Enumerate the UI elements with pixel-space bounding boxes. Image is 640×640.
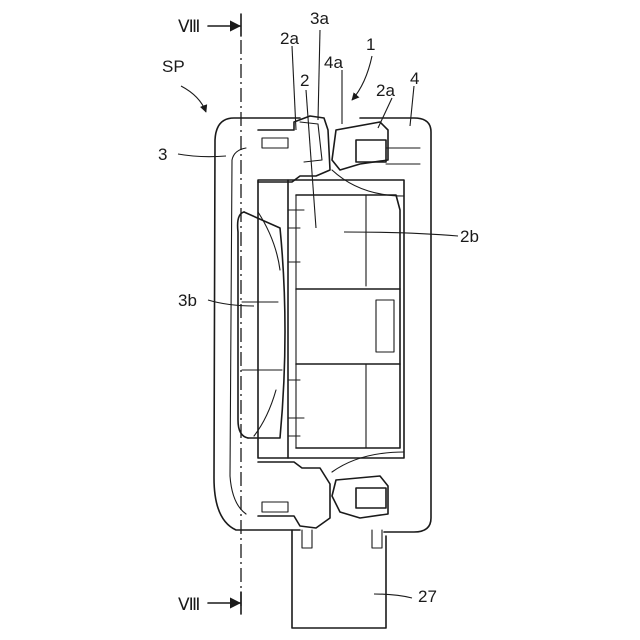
lens-3b: [238, 212, 285, 438]
label-4: 4: [410, 69, 419, 88]
section-label-bottom: Ⅷ: [178, 595, 200, 614]
label-27: 27: [418, 587, 437, 606]
clip-2a-lower-right: [332, 452, 404, 518]
label-2b: 2b: [460, 227, 479, 246]
label-sp: SP: [162, 57, 185, 76]
section-label-top: Ⅷ: [178, 17, 200, 36]
label-1: 1: [366, 35, 375, 54]
clip-2a-upper-right: [332, 122, 420, 196]
label-2a-right: 2a: [376, 81, 395, 100]
label-3b: 3b: [178, 291, 197, 310]
label-2: 2: [300, 71, 309, 90]
speaker-unit-2: [258, 180, 404, 458]
clip-2a-lower-left: [258, 462, 330, 528]
label-3: 3: [158, 145, 167, 164]
label-4a: 4a: [324, 53, 343, 72]
label-2a-left: 2a: [280, 29, 299, 48]
clip-2a-upper-left: [258, 116, 330, 182]
section-line: [208, 14, 241, 614]
connector-27: [292, 530, 386, 628]
label-3a: 3a: [310, 9, 329, 28]
